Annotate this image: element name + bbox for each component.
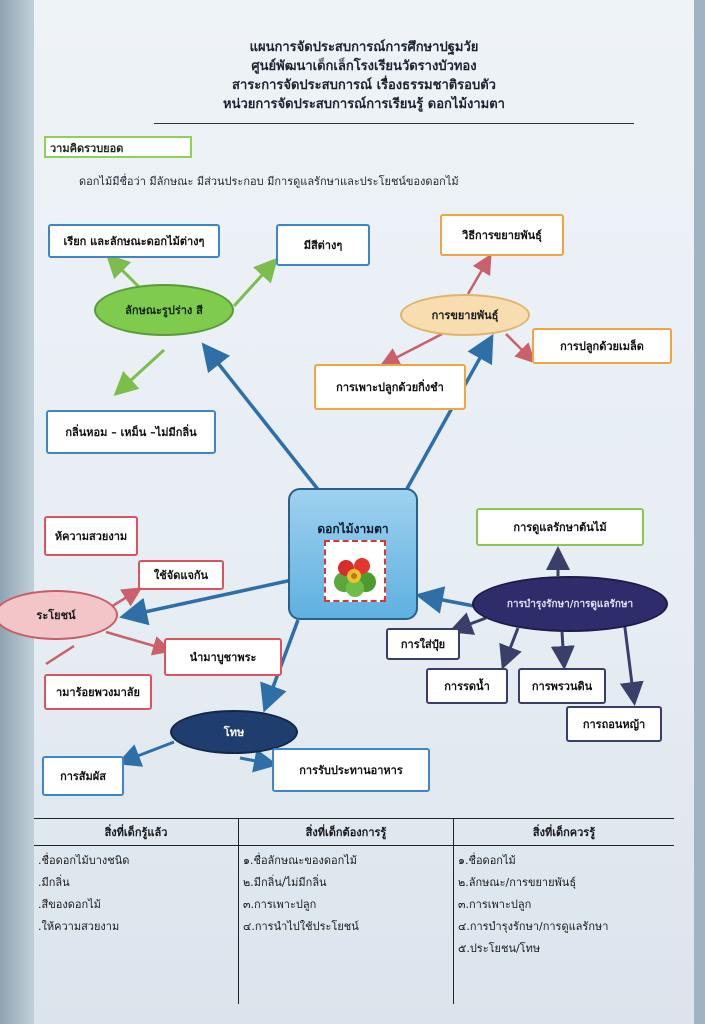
table-header-want: สิ่งที่เด็กต้องการรู้ (238, 818, 454, 846)
node-prop-seed: การปลูกด้วยเมล็ด (532, 328, 672, 364)
concept-label: วามคิดรวบยอด (44, 136, 192, 158)
node-prop-cutting: การเพาะปลูกด้วยกิ่งชำ (314, 364, 466, 410)
concept-text: ดอกไม้มีชื่อว่า มีลักษณะ มีส่วนประกอบ มี… (79, 175, 459, 188)
link-center-benefit (119, 578, 293, 626)
flower-image (324, 540, 386, 602)
node-prop-methods: วิธีการขยายพันธุ์ (440, 214, 564, 256)
header-line-2: ศูนย์พัฒนาเด็กเล็กโรงเรียนวัดรางบัวทอง (251, 59, 477, 74)
list-item: ๓.การเพาะปลูก (243, 898, 317, 911)
link-center-propagation (402, 333, 494, 495)
link-benefit-worship (105, 630, 173, 656)
node-care-plant: การดูแลรักษาต้นไม้ (476, 508, 644, 546)
list-item: ๑.ชื่อลักษณะของดอกไม้ (243, 854, 358, 867)
node-harm-eat: การรับประทานอาหาร (272, 748, 430, 792)
node-harm-touch: การสัมผัส (42, 756, 124, 796)
list-item: .มีกลิ่น (38, 876, 70, 889)
header-line-4: หน่วยการจัดประสบการณ์การเรียนรู้ ดอกไม้ง… (223, 97, 505, 112)
link-care-weed (619, 619, 644, 706)
list-item: .สีของดอกไม้ (38, 898, 101, 911)
link-prop-seed (505, 333, 536, 364)
header-line-1: แผนการจัดประสบการณ์การศึกษาปฐมวัย (249, 40, 479, 55)
node-harm: โทษ (170, 710, 298, 754)
table-cell-known: .ชื่อดอกไม้บางชนิด .มีกลิ่น .สีของดอกไม้… (34, 846, 239, 1005)
center-topic: ดอกไม้งามตา (288, 488, 418, 620)
flower-icon (334, 558, 376, 597)
link-harm-touch (116, 740, 175, 767)
mindmap-links (45, 253, 644, 773)
list-item: ๕.ประโยชน/โทษ (458, 942, 541, 955)
header-line-3: สาระการจัดประสบการณ์ เรื่องธรรมชาติรอบตั… (232, 78, 496, 93)
list-item: .ชื่อดอกไม้บางชนิด (38, 854, 130, 867)
link-care-fert (448, 612, 487, 635)
node-shape-names: เรียก และลักษณะดอกไม้ต่างๆ (48, 224, 220, 258)
table-cell-should: ๑.ชื่อดอกไม้ ๒.ลักษณะ/การขยายพันธุ์ ๓.กา… (453, 845, 674, 1004)
node-care-fert: การใส่ปุ๋ย (386, 628, 460, 660)
list-item: ๒.ลักษณะ/การขยายพันธุ์ (458, 876, 577, 889)
table-row: .ชื่อดอกไม้บางชนิด .มีกลิ่น .สีของดอกไม้… (34, 845, 674, 1005)
link-benefit-garland (45, 644, 75, 666)
node-shape: ลักษณะรูปร่าง สี (94, 284, 234, 336)
node-care-soil: การพรวนดิน (518, 668, 606, 704)
binder-edge (0, 0, 40, 1024)
node-benefit-worship: นำมาบูชาพระ (164, 638, 282, 676)
list-item: .ให้ความสวยงาม (38, 920, 120, 933)
link-care-water (499, 627, 522, 670)
link-care-center (415, 586, 475, 614)
link-center-harm (260, 619, 300, 713)
list-item: ๔.การบำรุงรักษา/การดูแลรักษา (458, 920, 609, 933)
node-propagation: การขยายพันธุ์ (400, 294, 530, 336)
node-shape-colors: มีสีต่างๆ (276, 224, 370, 266)
header-divider (154, 123, 634, 124)
table-header-should: สิ่งที่เด็กควรรู้ (453, 818, 674, 846)
page-header: แผนการจัดประสบการณ์การศึกษาปฐมวัย ศูนย์พ… (34, 38, 694, 114)
node-benefit-garland: ามาร้อยพวงมาลัย (44, 674, 152, 710)
table-cell-want: ๑.ชื่อลักษณะของดอกไม้ ๒.มีกลิ่น/ไม่มีกลิ… (238, 845, 454, 1004)
node-benefit: ระโยชน์ (0, 590, 118, 640)
node-care-water: การรดน้ำ (426, 668, 508, 704)
table-header-row: สิ่งที่เด็กรู้แล้ว สิ่งที่เด็กต้องการรู้… (34, 818, 674, 846)
center-title: ดอกไม้งามตา (317, 522, 389, 536)
table-header-known: สิ่งที่เด็กรู้แล้ว (34, 818, 239, 846)
link-harm-eat (239, 748, 278, 773)
kwl-table: สิ่งที่เด็กรู้แล้ว สิ่งที่เด็กต้องการรู้… (34, 818, 674, 1004)
link-prop-methods (466, 253, 492, 295)
node-care-weed: การถอนหญ้า (566, 706, 662, 742)
node-benefit-give: ใช้จัดแจกัน (138, 560, 224, 590)
link-care-soil (550, 631, 575, 670)
node-care: การบำรุงรักษา/การดูแลรักษา (472, 576, 668, 632)
link-prop-cutting (379, 332, 443, 367)
node-shape-smell: กลิ่นหอม – เหม็น –ไม่มีกลิ่น (46, 410, 216, 454)
link-shape-smell (113, 348, 166, 397)
node-benefit-beauty: ห้ความสวยงาม (44, 516, 138, 556)
link-center-shape (201, 342, 322, 494)
list-item: ๓.การเพาะปลูก (458, 898, 532, 911)
list-item: ๔.การนำไปใช้ประโยชน์ (243, 920, 359, 933)
list-item: ๑.ชื่อดอกไม้ (458, 854, 516, 867)
list-item: ๒.มีกลิ่น/ไม่มีกลิ่น (243, 876, 327, 889)
link-shape-colors (232, 257, 279, 308)
